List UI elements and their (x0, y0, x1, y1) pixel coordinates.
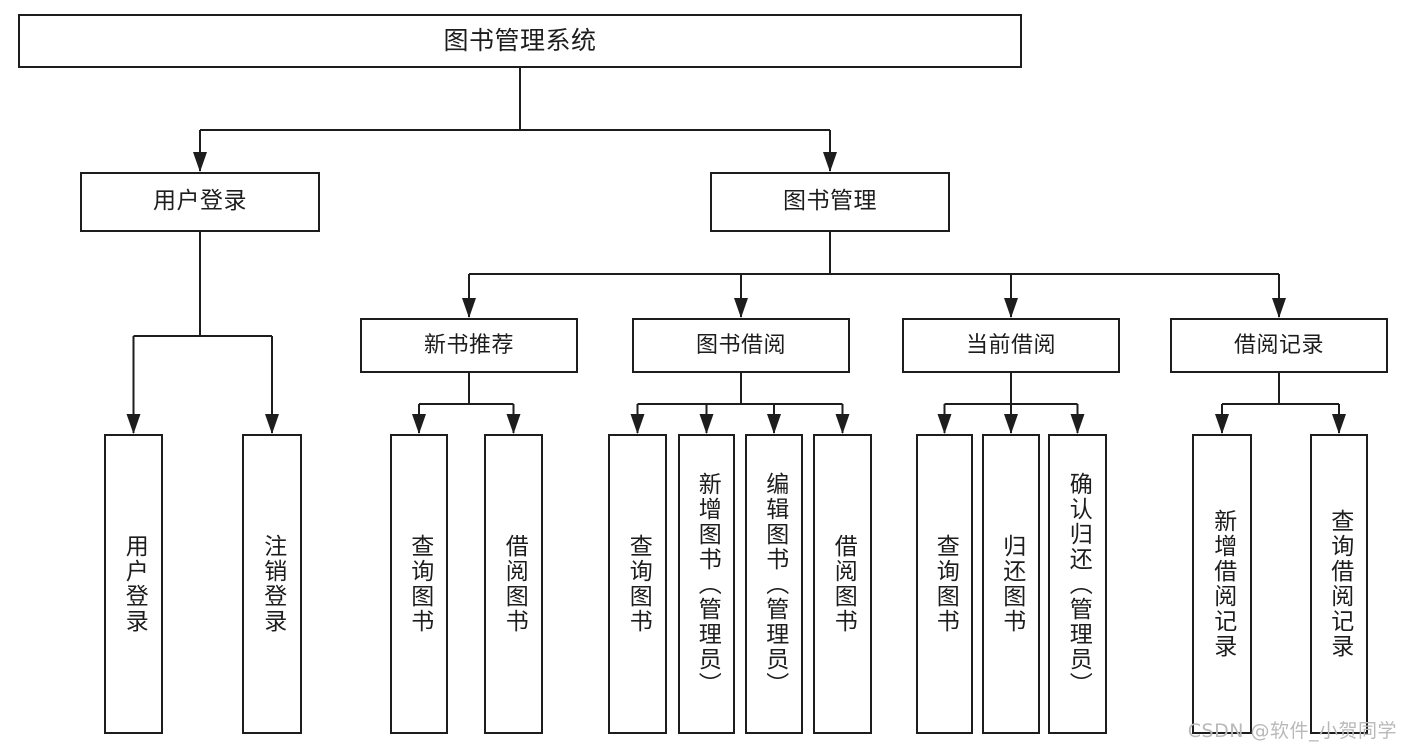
csdn-watermark: CSDN @软件_小贺同学 (1187, 720, 1397, 742)
node-label: 确认归还（管理员） (1065, 471, 1092, 697)
node-label: 编辑图书（管理员） (761, 471, 788, 697)
node-book-borrow[interactable]: 图书借阅 (632, 318, 850, 373)
node-label: 用户登录 (121, 534, 148, 634)
node-label: 借阅记录 (1233, 332, 1324, 358)
node-label: 查询借阅记录 (1326, 509, 1353, 659)
node-root[interactable]: 图书管理系统 (18, 14, 1022, 68)
node-label: 新增图书（管理员） (694, 471, 721, 697)
node-label: 图书管理系统 (443, 26, 597, 56)
node-leaf-borrow-2[interactable]: 借阅图书 (813, 434, 872, 734)
node-label: 当前借阅 (965, 332, 1056, 358)
node-label: 新书推荐 (423, 332, 514, 358)
node-leaf-add-book[interactable]: 新增图书（管理员） (678, 434, 735, 734)
node-current-borrow[interactable]: 当前借阅 (902, 318, 1120, 373)
node-leaf-query-3[interactable]: 查询图书 (916, 434, 973, 734)
node-label: 图书管理 (783, 188, 877, 215)
node-leaf-query-2[interactable]: 查询图书 (608, 434, 667, 734)
node-leaf-add-record[interactable]: 新增借阅记录 (1192, 434, 1252, 734)
node-label: 注销登录 (259, 534, 286, 634)
node-label: 用户登录 (153, 188, 247, 215)
node-leaf-edit-book[interactable]: 编辑图书（管理员） (745, 434, 803, 734)
node-label: 图书借阅 (695, 332, 786, 358)
node-borrow-record[interactable]: 借阅记录 (1170, 318, 1388, 373)
node-leaf-return[interactable]: 归还图书 (982, 434, 1040, 734)
node-new-book-rec[interactable]: 新书推荐 (360, 318, 578, 373)
node-leaf-borrow-1[interactable]: 借阅图书 (484, 434, 543, 734)
node-leaf-confirm[interactable]: 确认归还（管理员） (1048, 434, 1107, 734)
node-book-manage[interactable]: 图书管理 (710, 172, 950, 232)
node-leaf-query-1[interactable]: 查询图书 (390, 434, 448, 734)
node-label: 借阅图书 (501, 534, 528, 634)
node-label: 新增借阅记录 (1209, 509, 1236, 659)
node-leaf-user-login[interactable]: 用户登录 (104, 434, 163, 734)
node-leaf-logout[interactable]: 注销登录 (242, 434, 302, 734)
node-label: 查询图书 (625, 534, 652, 634)
node-leaf-query-rec[interactable]: 查询借阅记录 (1310, 434, 1368, 734)
node-label: 查询图书 (406, 534, 433, 634)
node-label: 归还图书 (998, 534, 1025, 634)
node-label: 借阅图书 (830, 534, 857, 634)
node-user-login[interactable]: 用户登录 (80, 172, 320, 232)
node-label: 查询图书 (932, 534, 959, 634)
